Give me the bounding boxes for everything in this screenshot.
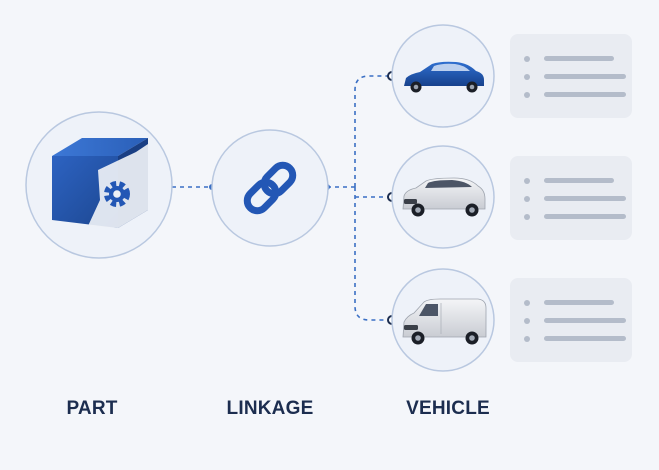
linkage-node <box>211 129 329 247</box>
card-line <box>524 74 626 80</box>
card-line <box>524 336 626 342</box>
card-line <box>524 318 626 324</box>
sedan-icon <box>404 61 484 93</box>
part-label: PART <box>66 398 118 419</box>
vehicle-node-van <box>391 268 495 372</box>
vehicle-node-suv <box>391 145 495 249</box>
vehicle-label: VEHICLE <box>406 398 490 419</box>
card-line <box>524 56 620 62</box>
card-line <box>524 300 620 306</box>
card-line <box>524 214 626 220</box>
vehicle-details-card-2 <box>510 156 632 240</box>
linkage-label: LINKAGE <box>226 398 314 419</box>
part-node <box>25 111 173 259</box>
suv-icon <box>402 177 486 217</box>
connector-lines <box>172 75 392 321</box>
vehicle-details-card-1 <box>510 34 632 118</box>
part-box-icon <box>52 138 148 228</box>
card-line <box>524 178 620 184</box>
van-icon <box>402 298 487 345</box>
card-line <box>524 92 626 98</box>
card-line <box>524 196 626 202</box>
chain-link-icon <box>243 161 297 215</box>
vehicle-node-sedan <box>391 24 495 128</box>
gear-icon <box>104 181 130 207</box>
vehicle-details-card-3 <box>510 278 632 362</box>
